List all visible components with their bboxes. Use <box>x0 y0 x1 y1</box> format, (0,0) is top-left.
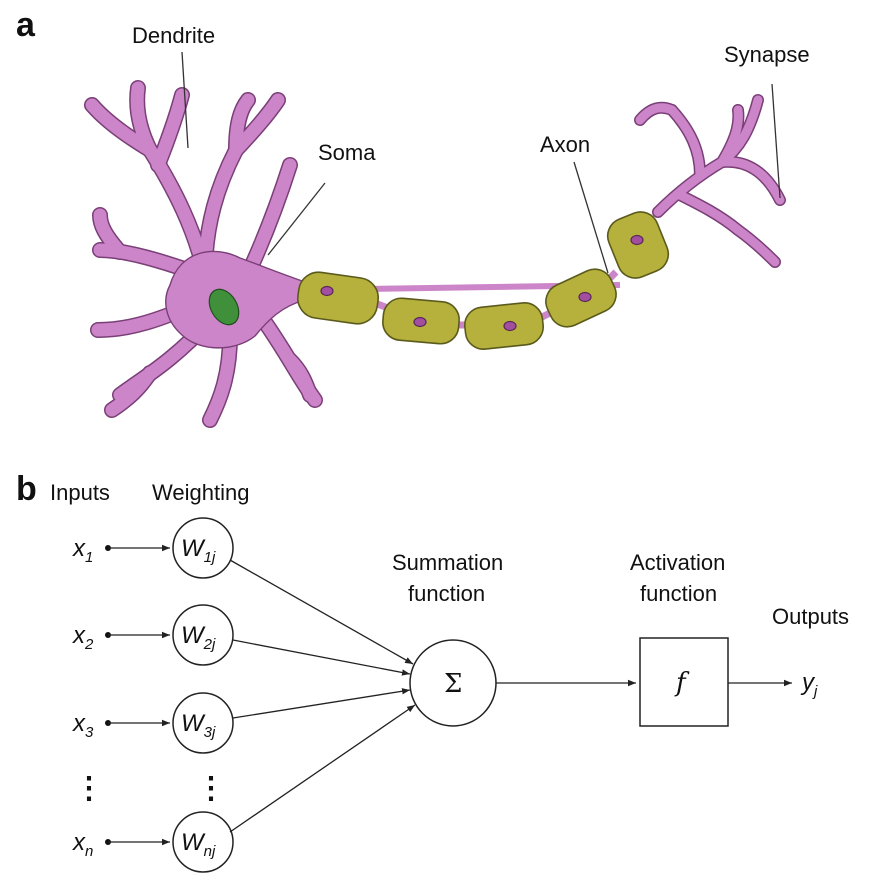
soma-label: Soma <box>318 140 376 165</box>
input-x3: x3 <box>72 710 94 741</box>
weight-ellipsis: ⋮ <box>196 772 226 805</box>
summation-header-1: Summation <box>392 550 503 575</box>
weight-node-n <box>172 811 234 873</box>
input-x1: x1 <box>72 535 93 566</box>
weighting-header: Weighting <box>152 480 249 505</box>
summation-header-2: function <box>408 581 485 606</box>
synapse-label: Synapse <box>724 42 810 67</box>
input-row-1: x1 W1j <box>72 517 234 579</box>
panel-a: a <box>16 6 810 428</box>
input-xn: xn <box>72 829 93 860</box>
weight-node-2 <box>172 604 234 666</box>
soma-nucleus-icon <box>208 288 240 326</box>
inputs-header: Inputs <box>50 480 110 505</box>
weight-node-1 <box>172 517 234 579</box>
output-yj: yj <box>800 669 818 700</box>
svg-text:W1j: W1j <box>181 535 216 566</box>
input-x2: x2 <box>72 622 94 653</box>
input-row-n: xn Wnj <box>72 811 234 873</box>
svg-text:Wnj: Wnj <box>181 829 216 860</box>
myelin-sheath <box>296 211 670 350</box>
activation-header-1: Activation <box>630 550 725 575</box>
summation-symbol: Σ <box>444 669 462 699</box>
svg-text:W2j: W2j <box>181 622 216 653</box>
input-row-3: x3 W3j <box>72 692 234 754</box>
svg-text:W3j: W3j <box>181 710 216 741</box>
input-ellipsis: ⋮ <box>74 772 104 805</box>
panel-a-letter: a <box>16 6 36 44</box>
input-row-2: x2 W2j <box>72 604 234 666</box>
axon-label: Axon <box>540 132 590 157</box>
activation-header-2: function <box>640 581 717 606</box>
dendrite-label: Dendrite <box>132 23 215 48</box>
panel-b-letter: b <box>16 470 37 508</box>
panel-b: b Inputs Weighting Summation function Ac… <box>16 470 849 873</box>
weight-node-3 <box>172 692 234 754</box>
axon-terminal <box>634 94 786 268</box>
outputs-header: Outputs <box>772 604 849 629</box>
activation-box <box>639 637 729 727</box>
